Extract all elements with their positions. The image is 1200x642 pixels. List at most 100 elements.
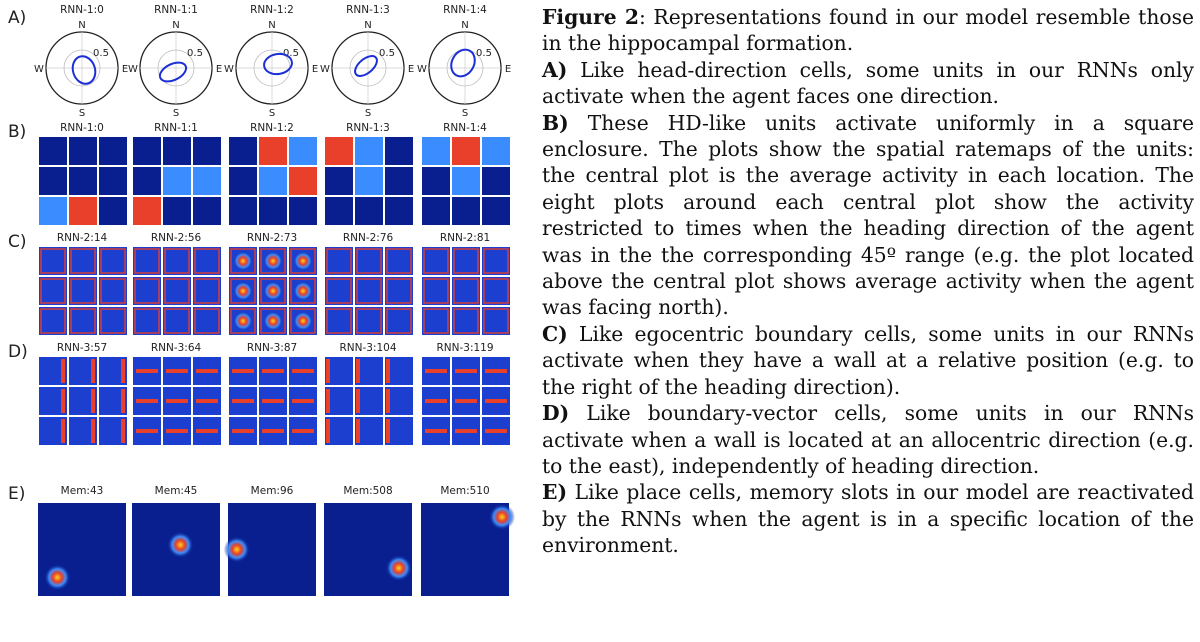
ratemap-cell <box>133 137 161 165</box>
ratemap-cell <box>482 137 510 165</box>
ratemap-cell <box>39 167 67 195</box>
boundary-edge <box>483 308 509 334</box>
caption-paragraph-d: D) Like boundary-vector cells, some unit… <box>542 400 1194 479</box>
boundary-edge <box>326 389 330 413</box>
boundary-edge <box>326 278 352 304</box>
boundary-edge <box>326 248 352 274</box>
compass-north: N <box>78 20 85 31</box>
subplot-title: RNN-1:1 <box>154 122 198 134</box>
boundary-edge <box>356 248 382 274</box>
boundary-edge <box>164 278 190 304</box>
ratemap-cell <box>452 167 480 195</box>
subplot-title: RNN-2:73 <box>247 232 297 244</box>
caption-text-a: Like head-direction cells, some units in… <box>542 57 1194 109</box>
activity-blob <box>263 251 283 271</box>
ratemap-cell <box>325 137 353 165</box>
ratemap-cell <box>482 277 510 305</box>
boundary-edge <box>61 419 65 443</box>
ratemap-cell <box>259 197 287 225</box>
radius-tick-label: 0.5 <box>476 48 492 59</box>
boundary-edge <box>260 278 286 304</box>
boundary-edge <box>455 429 477 433</box>
ratemap-cell <box>163 307 191 335</box>
subplot: RNN-3:87 <box>229 342 317 445</box>
ratemap-cell <box>193 277 221 305</box>
subplot-title: RNN-1:0 <box>60 4 104 16</box>
compass-west: W <box>417 64 427 75</box>
ratemap-cell <box>452 307 480 335</box>
ratemap-cell <box>452 197 480 225</box>
boundary-edge <box>483 248 509 274</box>
ratemap-cell <box>422 197 450 225</box>
ratemap-cell <box>133 247 161 275</box>
boundary-edge <box>326 308 352 334</box>
boundary-edge <box>136 369 158 373</box>
subplot-title: RNN-2:14 <box>57 232 108 244</box>
caption-text-e: Like place cells, memory slots in our mo… <box>542 480 1194 558</box>
figure-panel: A)RNN-1:0NSEW0.5RNN-1:1NSEW0.5RNN-1:2NSE… <box>8 4 515 596</box>
ratemap-cell <box>385 167 413 195</box>
ratemap-cell <box>99 277 127 305</box>
caption-tag-a: A) <box>542 57 568 82</box>
ratemap-cell <box>355 277 383 305</box>
ratemap-cell <box>69 167 97 195</box>
ratemap-cell <box>39 247 67 275</box>
boundary-edge <box>453 308 479 334</box>
subplot: RNN-3:57 <box>39 342 127 445</box>
subplot-title: RNN-2:81 <box>440 232 490 244</box>
ratemap-cell <box>422 307 450 335</box>
subplot: RNN-2:76 <box>325 232 413 335</box>
boundary-edge <box>292 429 314 433</box>
row-label: A) <box>8 8 26 28</box>
activity-blob <box>263 311 283 331</box>
place-field <box>167 531 194 558</box>
boundary-edge <box>262 369 284 373</box>
ratemap-cell <box>69 137 97 165</box>
activity-blob <box>293 311 313 331</box>
ratemap-cell <box>99 247 127 275</box>
boundary-edge <box>40 308 66 334</box>
subplot: Mem:508 <box>324 485 412 596</box>
boundary-edge <box>386 308 412 334</box>
ratemap-cell <box>99 137 127 165</box>
boundary-edge <box>70 248 96 274</box>
boundary-edge <box>260 308 286 334</box>
ratemap-cell <box>69 247 97 275</box>
boundary-edge <box>260 248 286 274</box>
boundary-edge <box>232 369 254 373</box>
boundary-edge <box>423 278 449 304</box>
compass-south: S <box>462 108 468 119</box>
boundary-edge <box>230 248 256 274</box>
boundary-edge <box>290 278 316 304</box>
boundary-edge <box>356 308 382 334</box>
boundary-edge <box>70 278 96 304</box>
place-field <box>44 564 71 591</box>
compass-north: N <box>364 20 371 31</box>
subplot: RNN-1:0 <box>39 122 127 225</box>
boundary-edge <box>164 308 190 334</box>
boundary-edge <box>262 399 284 403</box>
boundary-edge <box>386 389 390 413</box>
subplot-title: RNN-3:119 <box>436 342 493 354</box>
boundary-edge <box>425 399 447 403</box>
ratemap-cell <box>229 137 257 165</box>
ratemap-cell <box>355 307 383 335</box>
subplot: Mem:43 <box>38 485 126 596</box>
subplot-title: RNN-1:4 <box>443 122 487 134</box>
place-field-map <box>324 503 412 596</box>
boundary-edge <box>121 419 125 443</box>
boundary-edge <box>455 399 477 403</box>
boundary-edge <box>164 248 190 274</box>
subplot-title: Mem:96 <box>251 485 294 497</box>
ratemap-cell <box>39 137 67 165</box>
ratemap-cell <box>482 197 510 225</box>
boundary-edge <box>166 399 188 403</box>
place-field <box>488 503 515 530</box>
subplot: RNN-3:64 <box>133 342 221 445</box>
boundary-edge <box>230 308 256 334</box>
ratemap-cell <box>39 277 67 305</box>
compass-east: E <box>408 64 414 75</box>
